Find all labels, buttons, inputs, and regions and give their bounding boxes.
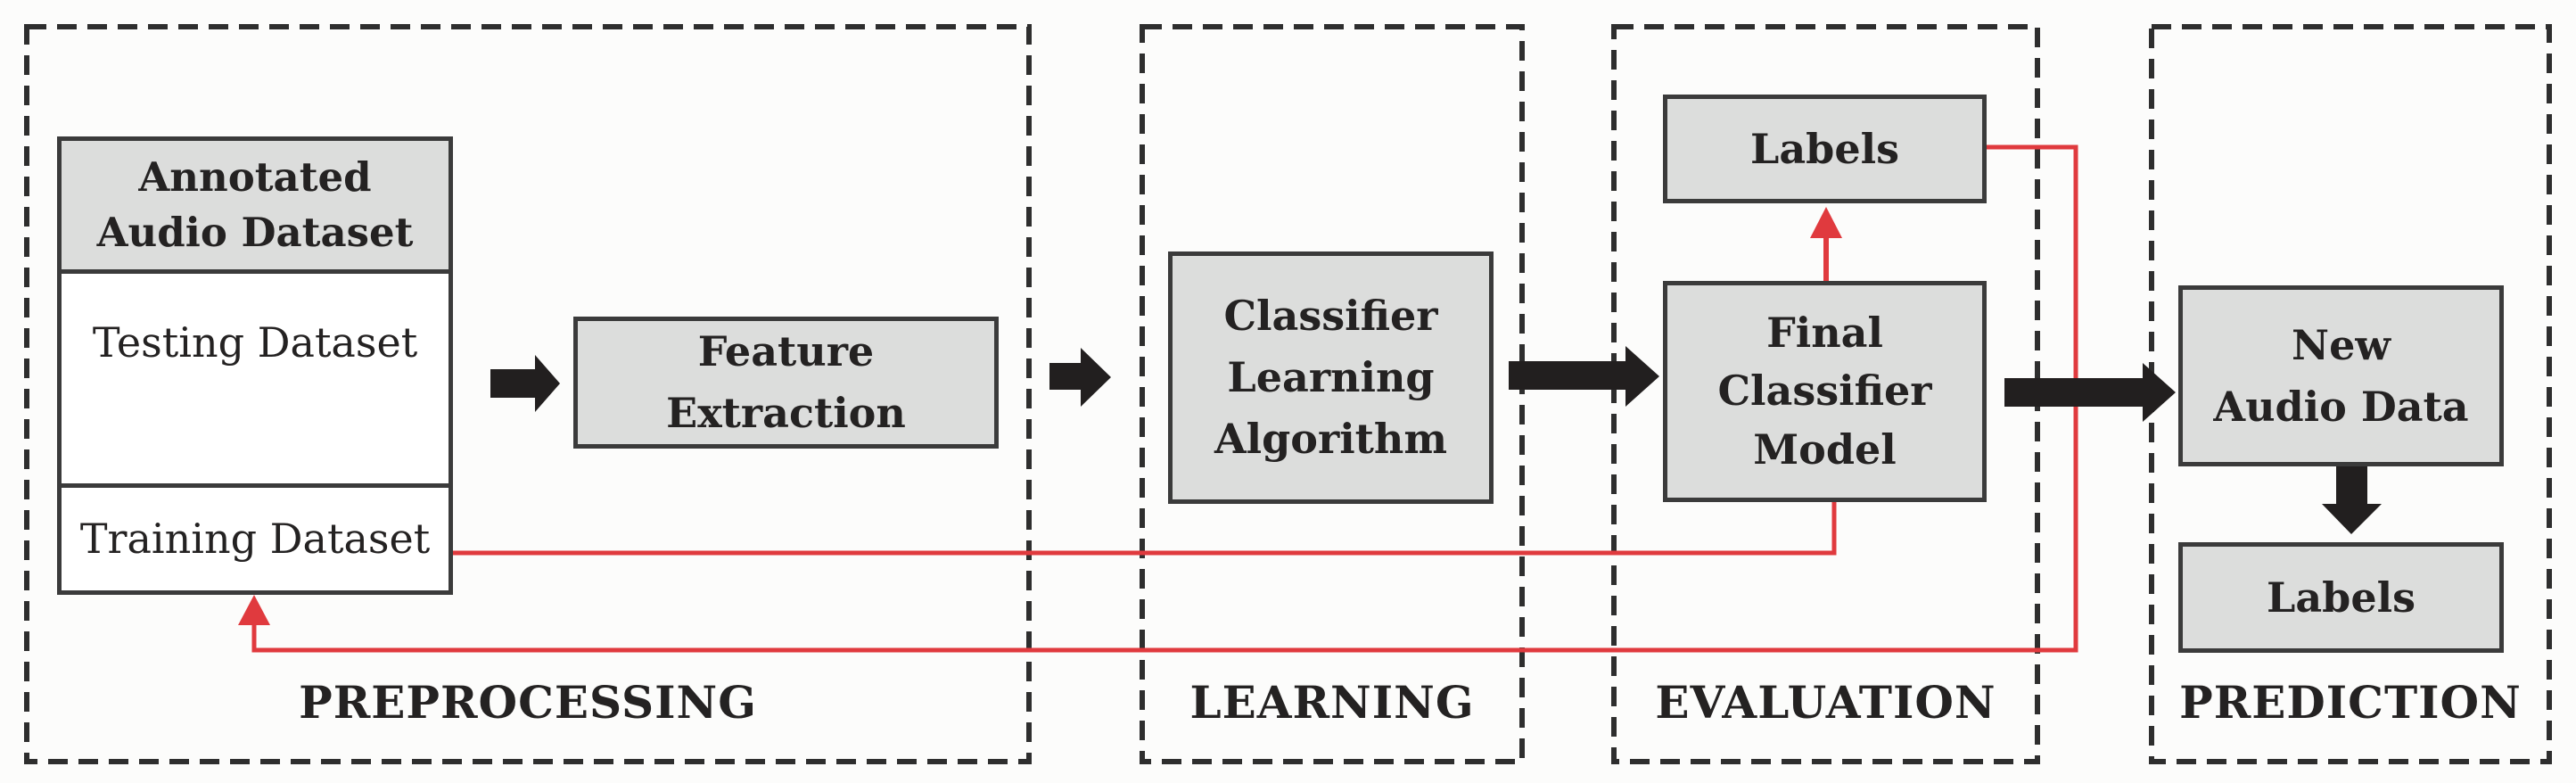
labels-evaluation-label: Labels	[1750, 124, 1899, 173]
annotated-audio-dataset-header: Annotated Audio Dataset	[62, 141, 449, 274]
labels-evaluation-box: Labels	[1663, 95, 1987, 203]
new-audio-data-label: New Audio Data	[2213, 320, 2469, 431]
stage-label-preprocessing: PREPROCESSING	[299, 676, 757, 729]
feature-extraction-box: Feature Extraction	[573, 317, 999, 449]
final-classifier-model-label: Final Classifier Model	[1717, 309, 1932, 474]
classifier-learning-algorithm-label: Classifier Learning Algorithm	[1214, 292, 1448, 463]
training-dataset-label: Training Dataset	[79, 514, 431, 563]
testing-dataset-section: Testing Dataset	[62, 274, 449, 488]
labels-prediction-box: Labels	[2178, 542, 2504, 653]
labels-prediction-label: Labels	[2267, 573, 2416, 622]
stage-label-prediction: PREDICTION	[2179, 676, 2522, 729]
feature-extraction-label: Feature Extraction	[666, 327, 906, 437]
stage-label-learning: LEARNING	[1189, 676, 1475, 729]
new-audio-data-box: New Audio Data	[2178, 285, 2504, 466]
classifier-learning-algorithm-box: Classifier Learning Algorithm	[1168, 251, 1494, 504]
training-dataset-section: Training Dataset	[62, 488, 449, 590]
annotated-audio-dataset-label: Annotated Audio Dataset	[96, 152, 414, 256]
stage-label-evaluation: EVALUATION	[1655, 676, 1996, 729]
final-classifier-model-box: Final Classifier Model	[1663, 281, 1987, 502]
testing-dataset-label: Testing Dataset	[92, 318, 418, 367]
annotated-audio-dataset-box: Annotated Audio Dataset Testing Dataset …	[57, 136, 453, 595]
